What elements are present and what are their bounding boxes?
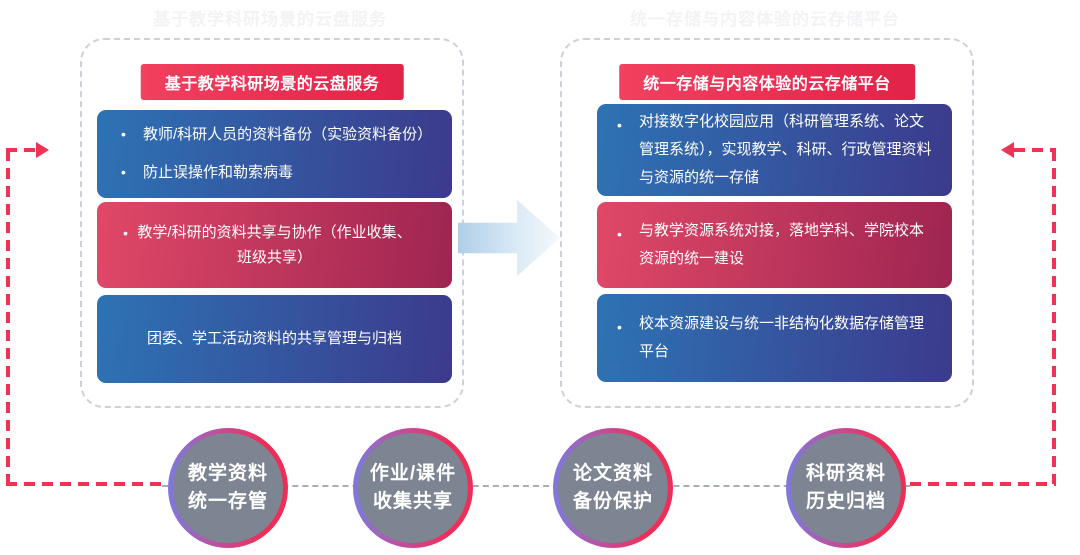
ghost-title-right: 统一存储与内容体验的云存储平台 — [630, 10, 900, 29]
circle-label-line1: 教学资料 — [187, 462, 268, 484]
feature-item-text: 与教学资源系统对接，落地学科、学院校本资源的统一建设 — [639, 222, 925, 267]
feedback-line-bottom-right — [910, 482, 1056, 486]
circle-connector-line — [162, 485, 910, 487]
feature-box-backup: • 教师/科研人员的资料备份（实验资料备份） • 防止误操作和勒索病毒 — [97, 110, 452, 198]
circle-label-line2: 统一存管 — [187, 491, 268, 512]
scenario-circle-label: 作业/课件 收集共享 — [358, 433, 468, 543]
scenario-circle-homework-courseware: 作业/课件 收集共享 — [353, 428, 473, 548]
bullet-icon: • — [121, 163, 126, 180]
feedback-line-left-vertical — [6, 150, 10, 484]
feedback-line-bottom-left — [6, 482, 162, 486]
flow-arrow-right-icon — [458, 200, 560, 276]
feedback-arrowhead-left-icon — [36, 142, 49, 158]
circle-label-line2: 历史归档 — [805, 491, 886, 512]
scenario-circle-label: 论文资料 备份保护 — [558, 433, 668, 543]
feature-item-text: 防止误操作和勒索病毒 — [143, 163, 294, 181]
feature-item-text: 校本资源建设与统一非结构化数据存储管理平台 — [639, 315, 925, 360]
circle-label-line2: 收集共享 — [372, 491, 453, 512]
feature-item-text: 教师/科研人员的资料备份（实验资料备份） — [143, 126, 433, 143]
feature-item: 团委、学工活动资料的共享管理与归档 — [97, 326, 452, 352]
feature-box-teaching-resources: • 与教学资源系统对接，落地学科、学院校本资源的统一建设 — [597, 202, 952, 288]
scenario-circle-thesis-backup: 论文资料 备份保护 — [553, 428, 673, 548]
circle-label-line1: 科研资料 — [805, 462, 886, 484]
feature-item-text: 对接数字化校园应用（科研管理系统、论文管理系统），实现教学、科研、行政管理资料与… — [639, 113, 932, 186]
circle-label-line2: 备份保护 — [572, 491, 653, 512]
ghost-title-left: 基于教学科研场景的云盘服务 — [153, 10, 387, 29]
panel-cloud-storage-platform: 统一存储与内容体验的云存储平台 • 对接数字化校园应用（科研管理系统、论文管理系… — [560, 38, 974, 408]
scenario-circle-label: 科研资料 历史归档 — [791, 433, 901, 543]
feedback-line-left-top — [6, 148, 36, 152]
feature-box-campus-apps: • 对接数字化校园应用（科研管理系统、论文管理系统），实现教学、科研、行政管理资… — [597, 104, 952, 196]
bullet-icon: • — [617, 319, 622, 336]
bullet-icon: • — [121, 126, 126, 142]
bullet-icon: • — [617, 117, 622, 134]
bullet-icon: • — [123, 224, 128, 241]
feature-item: • 校本资源建设与统一非结构化数据存储管理平台 — [597, 310, 952, 366]
feature-item-text: 教学/科研的资料共享与协作（作业收集、班级共享） — [137, 223, 412, 267]
feature-box-sharing: • 教学/科研的资料共享与协作（作业收集、班级共享） — [97, 202, 452, 288]
circle-label-line1: 论文资料 — [572, 462, 653, 484]
panel-left-banner: 基于教学科研场景的云盘服务 — [140, 64, 404, 100]
feature-item: • 与教学资源系统对接，落地学科、学院校本资源的统一建设 — [597, 217, 952, 273]
panel-cloud-disk-service: 基于教学科研场景的云盘服务 • 教师/科研人员的资料备份（实验资料备份） • 防… — [80, 38, 464, 408]
feature-item-text: 团委、学工活动资料的共享管理与归档 — [146, 330, 402, 348]
feature-box-archive: 团委、学工活动资料的共享管理与归档 — [97, 295, 452, 383]
feedback-line-right-top — [1014, 148, 1056, 152]
circle-label-line1: 作业/课件 — [369, 462, 457, 484]
feature-item: • 教师/科研人员的资料备份（实验资料备份） — [97, 124, 452, 147]
feature-item: • 教学/科研的资料共享与协作（作业收集、班级共享） — [97, 220, 452, 271]
feature-item: • 防止误操作和勒索病毒 — [97, 162, 452, 185]
feedback-line-right-vertical — [1052, 150, 1056, 484]
scenario-circle-teaching-materials: 教学资料 统一存管 — [168, 428, 288, 548]
scenario-circle-label: 教学资料 统一存管 — [173, 433, 283, 543]
feedback-arrowhead-right-icon — [1001, 142, 1014, 158]
panel-right-banner: 统一存储与内容体验的云存储平台 — [619, 64, 915, 100]
feature-item: • 对接数字化校园应用（科研管理系统、论文管理系统），实现教学、科研、行政管理资… — [597, 108, 952, 191]
scenario-circle-research-archive: 科研资料 历史归档 — [786, 428, 906, 548]
bullet-icon: • — [617, 226, 622, 243]
feature-box-unstructured-data: • 校本资源建设与统一非结构化数据存储管理平台 — [597, 294, 952, 382]
